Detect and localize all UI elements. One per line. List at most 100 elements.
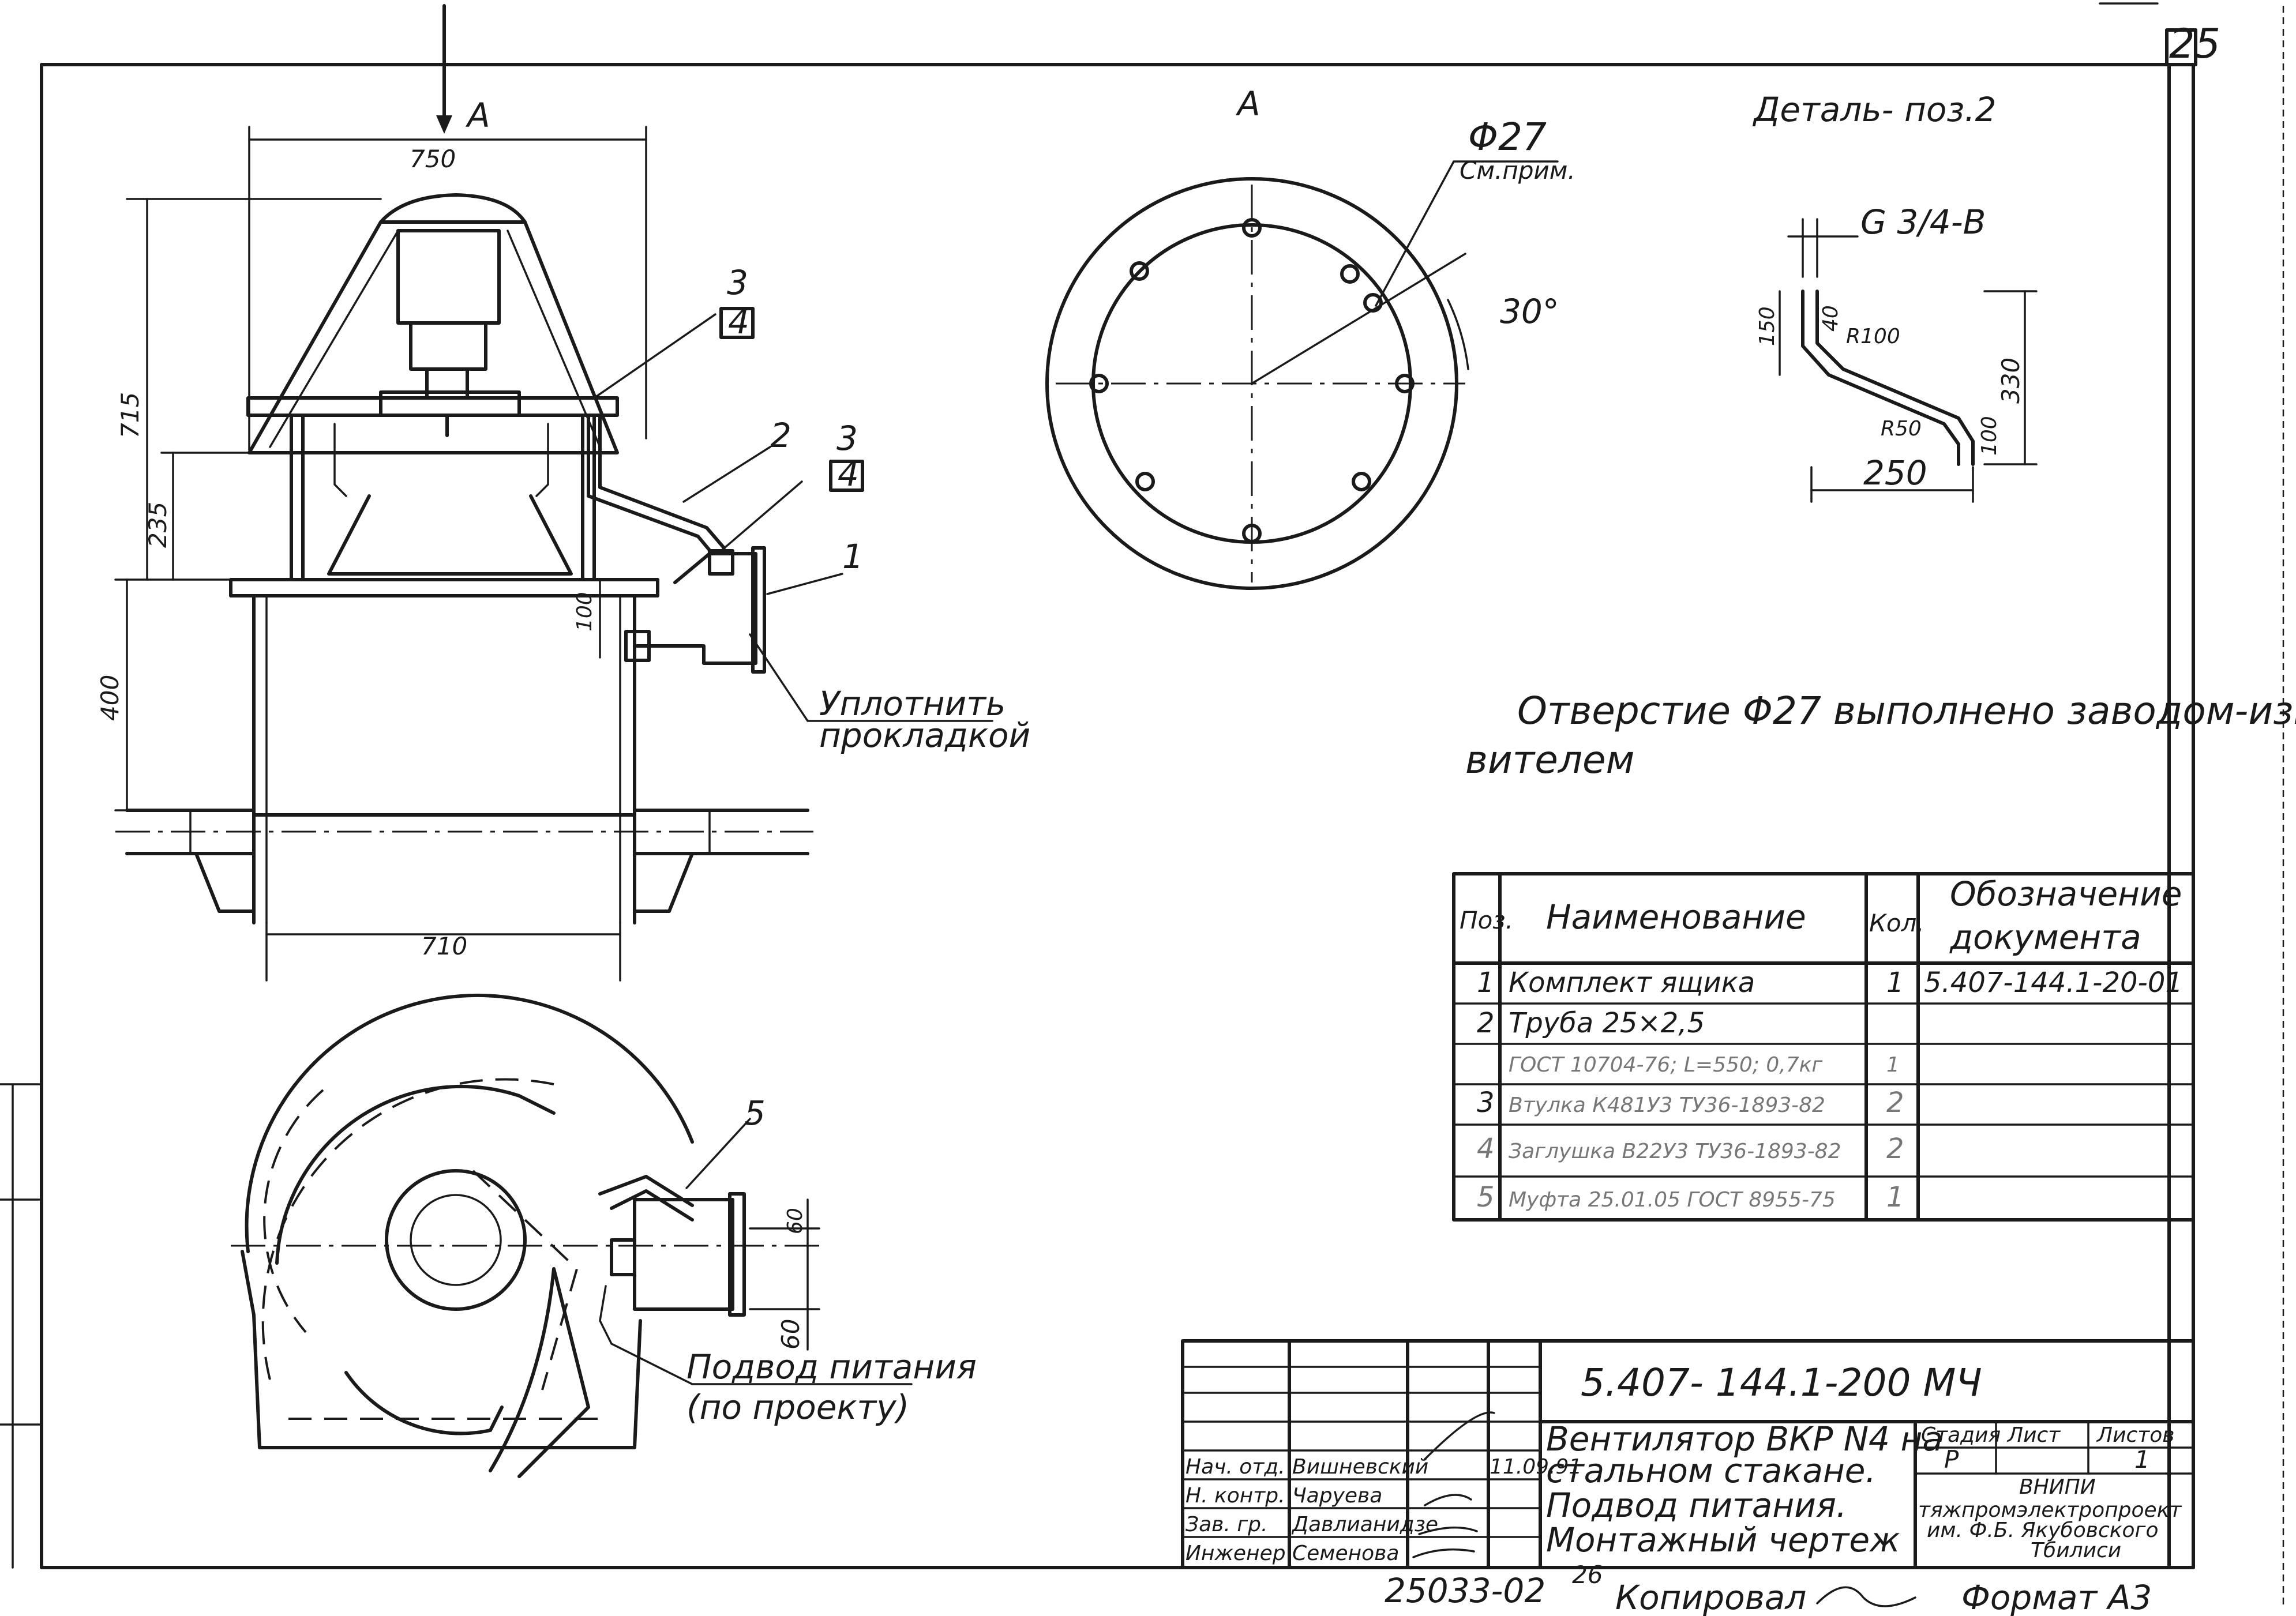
spec-row-doc: 5.407-144.1-20-01 xyxy=(1924,967,2183,999)
copier-signature xyxy=(1816,1586,1916,1607)
title-line3: Подвод питания. xyxy=(1546,1486,1847,1525)
signature-row: Зав. гр. Давлианидзе xyxy=(1185,1513,1438,1536)
signature-marks xyxy=(1412,1411,1495,1558)
org-line3: им. Ф.Б. Якубовского xyxy=(1927,1519,2158,1542)
spec-row-name: Втулка К481У3 ТУ36-1893-82 xyxy=(1509,1093,1825,1117)
stage-value: Р xyxy=(1944,1445,1959,1474)
section-view-label: А xyxy=(1235,84,1260,123)
callout-5: 5 xyxy=(744,1093,766,1133)
main-elevation-view xyxy=(114,4,993,982)
spec-row-qty: 1 xyxy=(1886,1181,1904,1213)
dim-height-upper: 235 xyxy=(144,502,172,548)
note-line1: Отверстие Φ27 выполнено заводом-изгото- xyxy=(1517,689,2296,733)
signature-row: Нач. отд. Вишневский 11.09.91 xyxy=(1185,1455,1582,1479)
detail-pos2-view xyxy=(1779,218,2038,503)
dim-40: 40 xyxy=(1819,305,1843,332)
dim-100: 100 xyxy=(1978,416,2001,456)
hole-note: См.прим. xyxy=(1460,156,1575,185)
angle-30: 30° xyxy=(1500,292,1559,331)
person-role: Нач. отд. xyxy=(1185,1455,1285,1479)
person-name: Давлианидзе xyxy=(1291,1513,1438,1536)
copied-by: Копировал xyxy=(1615,1578,1806,1616)
seal-note-line1: Уплотнить xyxy=(819,684,1006,723)
person-name: Чарyева xyxy=(1292,1484,1382,1508)
format-label: Формат А3 xyxy=(1961,1578,2152,1616)
sheet-number: 25 xyxy=(2169,20,2220,67)
signature-row: Инженер Семенова xyxy=(1185,1542,1399,1565)
spec-row-name: Труба 25×2,5 xyxy=(1509,1007,1705,1039)
callout-4a: 4 xyxy=(728,302,749,341)
person-name: Семенова xyxy=(1292,1542,1399,1565)
note-line2: вителем xyxy=(1465,738,1634,782)
sheet-header: Лист xyxy=(2006,1423,2061,1447)
bolt-holes xyxy=(1089,218,1415,543)
spec-header-qty: Кол. xyxy=(1869,909,1924,937)
plan-view xyxy=(231,993,913,1478)
spec-row-pos: 4 xyxy=(1477,1133,1495,1165)
spec-row: ГОСТ 10704-76; L=550; 0,7кг 1 xyxy=(1509,1053,1900,1077)
spec-row-qty: 2 xyxy=(1886,1133,1904,1165)
person-role: Зав. гр. xyxy=(1185,1513,1267,1536)
org-line4: Тбилиси xyxy=(2031,1539,2121,1562)
callout-2: 2 xyxy=(770,416,791,455)
section-a-view xyxy=(1045,160,1559,590)
dim-150: 150 xyxy=(1755,306,1779,346)
dim-60a: 60 xyxy=(783,1208,807,1234)
doc-code: 5.407- 144.1-200 МЧ xyxy=(1581,1361,1982,1405)
sheets-header: Листов xyxy=(2096,1423,2174,1447)
title-line1: Вентилятор ВКР N4 на xyxy=(1546,1419,1943,1459)
person-name: Вишневский xyxy=(1292,1455,1428,1479)
callout-4b: 4 xyxy=(838,454,859,494)
spec-row-name: Комплект ящика xyxy=(1509,967,1755,999)
callout-1: 1 xyxy=(842,537,864,576)
person-date: 11.09.91 xyxy=(1490,1455,1582,1479)
spec-row: 4 Заглушка В22У3 ТУ36-1893-82 2 xyxy=(1477,1133,1904,1165)
callout-3a: 3 xyxy=(727,263,748,302)
section-arrow-icon xyxy=(436,115,452,134)
seal-note-line2: прокладкой xyxy=(819,716,1030,755)
title-block xyxy=(1181,1339,2195,1569)
dim-60b: 60 xyxy=(776,1319,805,1350)
dim-330: 330 xyxy=(1997,358,2025,404)
spec-row-name: Муфта 25.01.05 ГОСТ 8955-75 xyxy=(1509,1188,1836,1212)
spec-row-pos: 5 xyxy=(1477,1181,1495,1213)
spec-row-qty: 2 xyxy=(1886,1087,1904,1119)
radius-100: R100 xyxy=(1846,325,1900,348)
spec-header-name: Наименование xyxy=(1546,897,1806,937)
supply-note-line1: Подвод питания xyxy=(686,1347,977,1386)
org-line2: тяжпромэлектропроект xyxy=(1918,1498,2182,1522)
person-role: Н. контр. xyxy=(1185,1484,1285,1508)
spec-table xyxy=(1452,872,2195,1222)
title-line2: стальном стакане. xyxy=(1546,1451,1876,1490)
radius-50: R50 xyxy=(1881,417,1922,441)
spec-row: 2 Труба 25×2,5 xyxy=(1477,1007,1705,1039)
spec-row-qty: 1 xyxy=(1886,967,1904,999)
spec-row-qty: 1 xyxy=(1886,1053,1900,1077)
dim-base-width: 710 xyxy=(421,932,467,960)
dim-flange-offset: 100 xyxy=(573,592,596,632)
hole-diameter: Φ27 xyxy=(1468,115,1547,159)
spec-header-doc1: Обозначение xyxy=(1950,874,2182,914)
title-line4: Монтажный чертеж xyxy=(1546,1520,1900,1559)
stage-header: Стадия xyxy=(1921,1423,2001,1447)
footer-page: 26 xyxy=(1572,1561,1603,1589)
signature-row: Н. контр. Чарyева xyxy=(1185,1484,1382,1508)
detail-title: Деталь- поз.2 xyxy=(1752,90,1997,129)
spec-row-pos: 2 xyxy=(1477,1007,1495,1039)
callout-3b: 3 xyxy=(836,419,858,458)
dim-height-lower: 400 xyxy=(96,675,124,721)
spec-row-name: ГОСТ 10704-76; L=550; 0,7кг xyxy=(1509,1053,1823,1077)
inventory-number: 25033-02 xyxy=(1385,1571,1545,1610)
dim-250: 250 xyxy=(1863,453,1927,493)
spec-row: 1 Комплект ящика 1 5.407-144.1-20-01 xyxy=(1477,967,2183,999)
spec-row-pos: 3 xyxy=(1477,1087,1495,1119)
spec-header-pos: Поз. xyxy=(1460,906,1513,934)
supply-note-line2: (по проекту) xyxy=(686,1388,909,1427)
org-line1: ВНИПИ xyxy=(2019,1475,2096,1499)
spec-row: 5 Муфта 25.01.05 ГОСТ 8955-75 1 xyxy=(1477,1181,1904,1213)
person-role: Инженер xyxy=(1185,1542,1286,1565)
view-arrow-label: А xyxy=(465,96,490,135)
dim-top-width: 750 xyxy=(410,145,456,173)
